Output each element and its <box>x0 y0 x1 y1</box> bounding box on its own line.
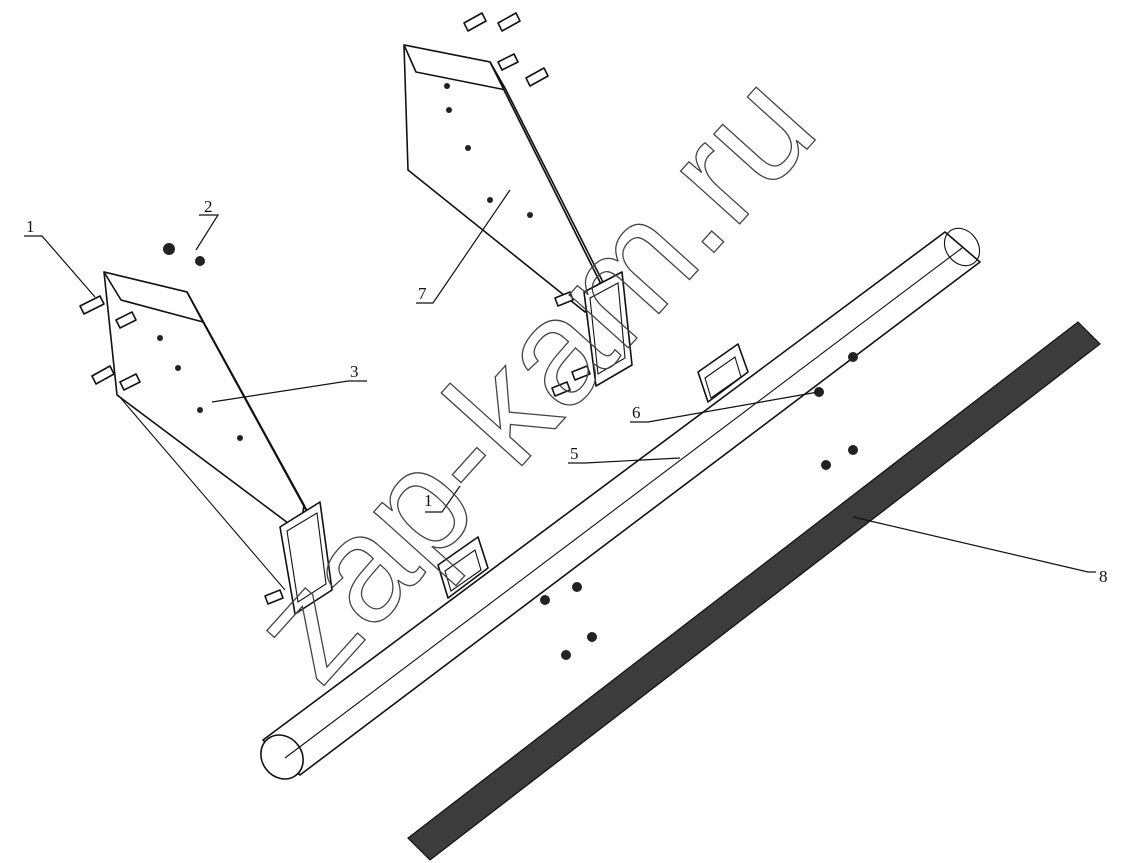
callout-3: 3 <box>350 362 359 381</box>
part-7-right-bracket <box>403 44 633 387</box>
part-8-rubber-strip <box>407 321 1101 861</box>
part-1-bolts-top <box>463 12 591 397</box>
callout-1: 1 <box>26 217 35 236</box>
callout-6: 6 <box>632 403 641 422</box>
part-6-nuts <box>540 352 858 660</box>
callout-2: 2 <box>204 197 213 216</box>
leader-lines <box>24 189 1096 573</box>
callout-8: 8 <box>1099 567 1108 586</box>
callout-1-second: 1 <box>424 491 433 510</box>
callout-5: 5 <box>570 444 579 463</box>
callout-7: 7 <box>418 284 427 303</box>
part-3-left-bracket <box>103 271 333 615</box>
part-2-nuts-top-left <box>163 243 205 266</box>
part-5-main-tube <box>260 227 981 780</box>
tube-bracket-left <box>437 536 489 599</box>
callout-labels: 1 2 3 7 6 5 1 8 <box>26 197 1108 586</box>
part-1-bolts-left <box>79 295 284 605</box>
tube-bracket-right <box>697 343 749 403</box>
